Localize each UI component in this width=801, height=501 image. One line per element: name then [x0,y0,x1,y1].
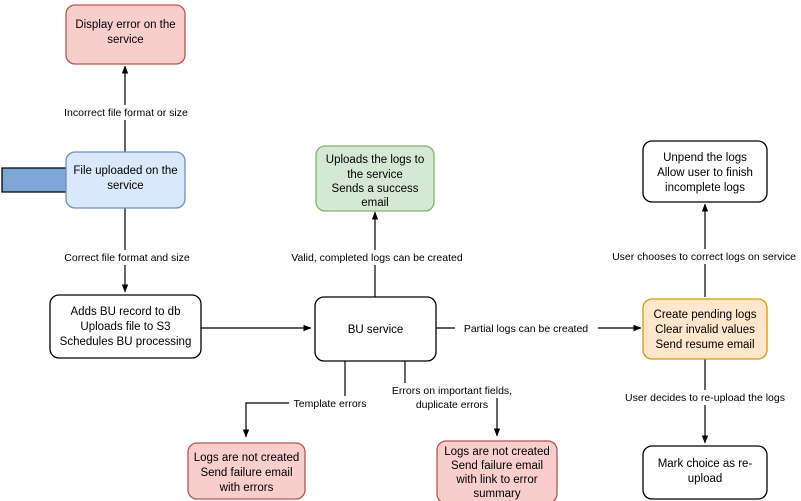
node-uploads-logs-line-1: the service [347,169,403,181]
edge-label-incorrect-format: Incorrect file format or size [64,107,188,119]
node-uploads-logs-line-2: Sends a success [332,183,419,195]
edge-label-partial-logs: Partial logs can be created [464,323,588,335]
edge-label-user-reupload: User decides to re-upload the logs [625,392,785,404]
edge-label-valid-logs: Valid, completed logs can be created [291,252,463,264]
node-logs-not-created-errors-line-1: Send failure email [200,467,292,479]
node-logs-not-created-errors-line-0: Logs are not created [194,452,300,464]
node-create-pending-logs-line-2: Send resume email [655,339,754,351]
node-file-uploaded-line-0: File uploaded on the [73,165,177,177]
node-adds-bu-record[interactable]: Adds BU record to db Uploads file to S3 … [49,294,202,359]
edge-labels: Incorrect file format or size Correct fi… [55,105,801,411]
node-logs-not-created-summary-line-3: summary [473,488,521,500]
edge-label-user-corrects: User chooses to correct logs on service [612,251,796,263]
node-logs-not-created-errors-line-2: with errors [219,482,274,494]
node-file-uploaded[interactable]: File uploaded on the service [65,151,186,209]
edge-label-important-field-errors-line2: duplicate errors [416,399,488,411]
node-logs-not-created-summary-line-2: with link to error [455,474,537,486]
node-logs-not-created-summary-line-0: Logs are not created [444,446,550,458]
node-unpend-logs-line-2: incomplete logs [665,182,745,194]
node-adds-bu-record-line-1: Uploads file to S3 [80,321,170,333]
edge-label-important-field-errors-line1: Errors on important fields, [392,385,512,397]
node-display-error-line-1: service [107,34,143,46]
node-create-pending-logs-line-1: Clear invalid values [655,324,755,336]
node-logs-not-created-summary-line-1: Send failure email [451,460,543,472]
node-unpend-logs-line-0: Unpend the logs [663,152,747,164]
node-unpend-logs[interactable]: Unpend the logs Allow user to finish inc… [642,140,768,203]
edge-label-correct-format: Correct file format and size [64,252,190,264]
node-uploads-logs[interactable]: Uploads the logs to the service Sends a … [315,145,435,212]
edge-label-template-errors: Template errors [294,398,367,410]
node-uploads-logs-line-3: email [361,197,388,209]
node-unpend-logs-line-1: Allow user to finish [657,167,753,179]
node-create-pending-logs[interactable]: Create pending logs Clear invalid values… [642,298,768,360]
node-bu-service[interactable]: BU service [314,296,437,362]
node-mark-choice-reupload-line-0: Mark choice as re- [658,458,753,470]
edge-bu-service-to-logs-not-created-summary [404,361,497,436]
node-logs-not-created-summary[interactable]: Logs are not created Send failure email … [436,440,558,501]
node-bu-service-line-0: BU service [348,324,404,336]
node-adds-bu-record-line-0: Adds BU record to db [71,306,181,318]
node-mark-choice-reupload[interactable]: Mark choice as re- upload [642,445,768,500]
node-uploads-logs-line-0: Uploads the logs to [326,154,424,166]
node-mark-choice-reupload-line-1: upload [688,473,723,485]
node-display-error[interactable]: Display error on the service [65,4,186,65]
node-logs-not-created-errors[interactable]: Logs are not created Send failure email … [187,442,306,500]
node-adds-bu-record-line-2: Schedules BU processing [60,336,192,348]
node-file-uploaded-line-1: service [107,180,143,192]
node-display-error-line-0: Display error on the [75,19,175,31]
node-create-pending-logs-line-0: Create pending logs [654,309,757,321]
